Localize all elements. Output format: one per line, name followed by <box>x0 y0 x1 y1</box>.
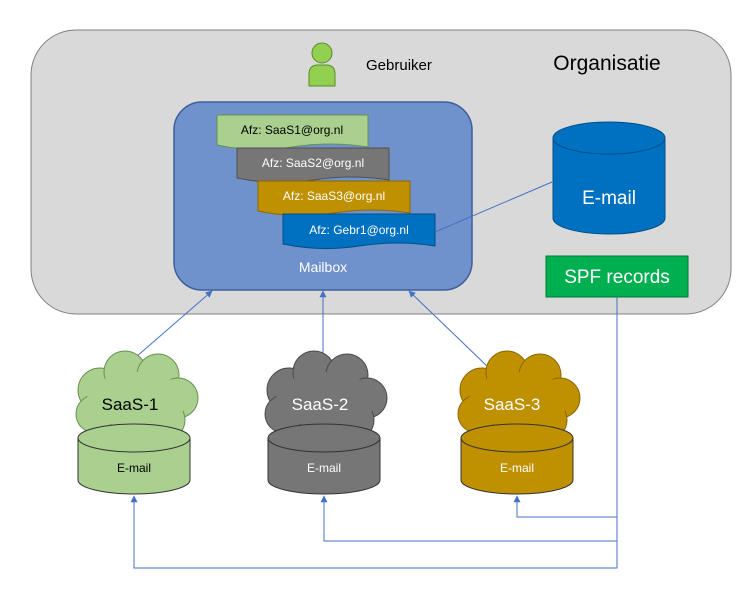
organisation-title: Organisatie <box>553 52 660 75</box>
message-saas3: Afz: SaaS3@org.nl <box>257 180 411 217</box>
svg-text:Afz: SaaS2@org.nl: Afz: SaaS2@org.nl <box>262 156 364 170</box>
svg-text:Afz: SaaS3@org.nl: Afz: SaaS3@org.nl <box>283 189 385 203</box>
email-server-label: E-mail <box>582 188 636 209</box>
saas2-name: SaaS-2 <box>292 395 349 414</box>
spf-connector-saas2 <box>320 495 618 542</box>
saas1-name: SaaS-1 <box>102 395 159 414</box>
svg-text:Afz: SaaS1@org.nl: Afz: SaaS1@org.nl <box>241 123 343 137</box>
mailbox-label: Mailbox <box>299 259 347 275</box>
saas3-name: SaaS-3 <box>484 395 541 414</box>
user-label: Gebruiker <box>366 57 432 74</box>
saas1-database-icon: E-mail <box>77 423 191 495</box>
email-server: E-mail <box>552 121 666 235</box>
spf-label: SPF records <box>564 267 670 288</box>
saas1-db-label: E-mail <box>117 461 151 475</box>
spf-connector-saas1 <box>130 495 618 569</box>
message-saas2: Afz: SaaS2@org.nl <box>236 147 390 184</box>
message-saas1: Afz: SaaS1@org.nl <box>216 114 369 151</box>
message-gebr1: Afz: Gebr1@org.nl <box>282 213 436 250</box>
saas3-db-label: E-mail <box>500 461 534 475</box>
person-icon <box>308 42 336 87</box>
svg-text:Afz: Gebr1@org.nl: Afz: Gebr1@org.nl <box>309 223 409 237</box>
server-to-mailbox-line <box>434 181 553 233</box>
saas3-database-icon: E-mail <box>460 423 574 495</box>
spf-records: SPF records <box>545 255 689 298</box>
saas1-to-mailbox-arrow <box>135 290 213 358</box>
saas3-to-mailbox-arrow <box>408 290 489 368</box>
spf-connector-saas3 <box>513 297 618 518</box>
saas2-db-label: E-mail <box>307 461 341 475</box>
saas2-database-icon: E-mail <box>267 423 381 495</box>
